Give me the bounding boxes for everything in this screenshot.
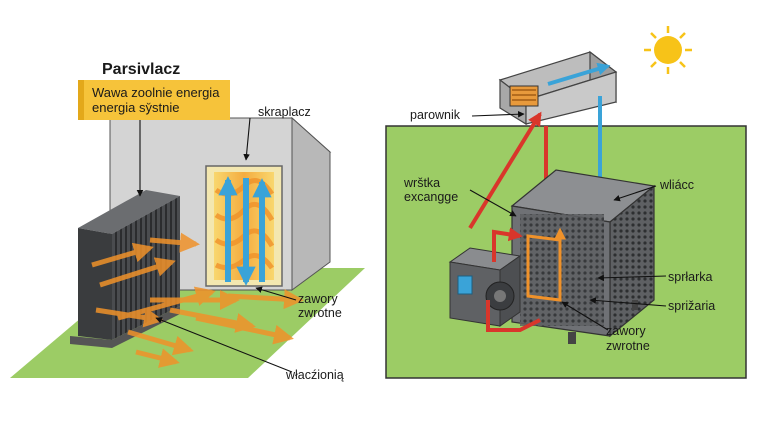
evaporator-unit [498, 50, 618, 126]
coolant-flow-arrows [218, 176, 272, 286]
label-valves-left-1: zawory [298, 292, 338, 306]
left-scene [10, 116, 365, 378]
compressor-unit [448, 247, 522, 327]
label-evaporator: parownik [410, 108, 461, 122]
sun-icon [644, 26, 692, 74]
label-switch-left: włacźionią [286, 368, 344, 382]
callout-line-1: Wawa zoolnie energia [92, 85, 220, 100]
callout-line-2: energia sy̆stnie [92, 100, 180, 115]
ground-left [10, 268, 365, 378]
right-scene [385, 26, 747, 379]
label-condenser: skraplacz [258, 105, 311, 119]
label-compressor-b: sprižaria [668, 299, 716, 313]
radiator-top [78, 190, 180, 234]
exchanger-coil [526, 234, 562, 302]
heat-flow-arrows [91, 232, 304, 368]
label-valves-right-1: zawory [606, 324, 646, 338]
building-side [291, 116, 331, 291]
label-switch-right: wliácc [660, 178, 695, 192]
label-exchanger-1: wrštka [404, 176, 441, 190]
left-title: Parsivlacz [102, 61, 181, 78]
label-valves-right-2: zwrotne [606, 339, 650, 353]
energy-callout: Wawa zoolnie energia energia sy̆stnie [78, 80, 230, 120]
label-compressor-a: sprłarka [668, 270, 713, 284]
label-valves-left-2: zwrotne [298, 306, 342, 320]
label-exchanger-2: excangge [404, 190, 459, 204]
heat-pump-cabinet [510, 169, 656, 344]
